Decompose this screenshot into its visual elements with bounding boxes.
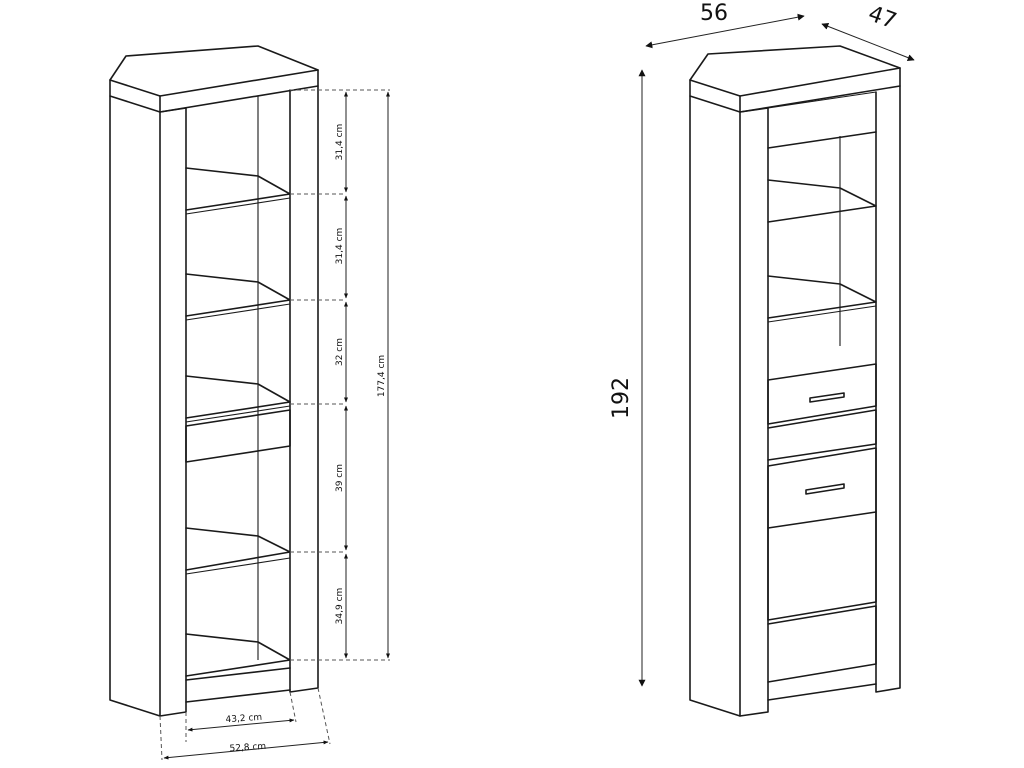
shelf-height-label-1: 31,4 cm bbox=[335, 124, 345, 161]
inner-width-label: 43,2 cm bbox=[225, 713, 262, 726]
outer-width-label: 52,8 cm bbox=[229, 742, 266, 755]
height-label: 192 bbox=[609, 377, 634, 419]
shelf-height-label-4: 39 cm bbox=[335, 464, 345, 492]
width-label: 56 bbox=[700, 1, 728, 26]
shelf-height-label-3: 32 cm bbox=[335, 338, 345, 366]
closed-cabinet-view: 56 47 192 bbox=[609, 1, 915, 717]
depth-label: 47 bbox=[865, 1, 900, 34]
shelf-height-label-2: 31,4 cm bbox=[335, 228, 345, 265]
total-inner-height-label: 177,4 cm bbox=[377, 355, 387, 397]
open-cabinet-view: 31,4 cm 31,4 cm 32 cm 39 cm 34,9 cm 177,… bbox=[109, 45, 390, 761]
shelf-height-label-5: 34,9 cm bbox=[335, 588, 345, 625]
